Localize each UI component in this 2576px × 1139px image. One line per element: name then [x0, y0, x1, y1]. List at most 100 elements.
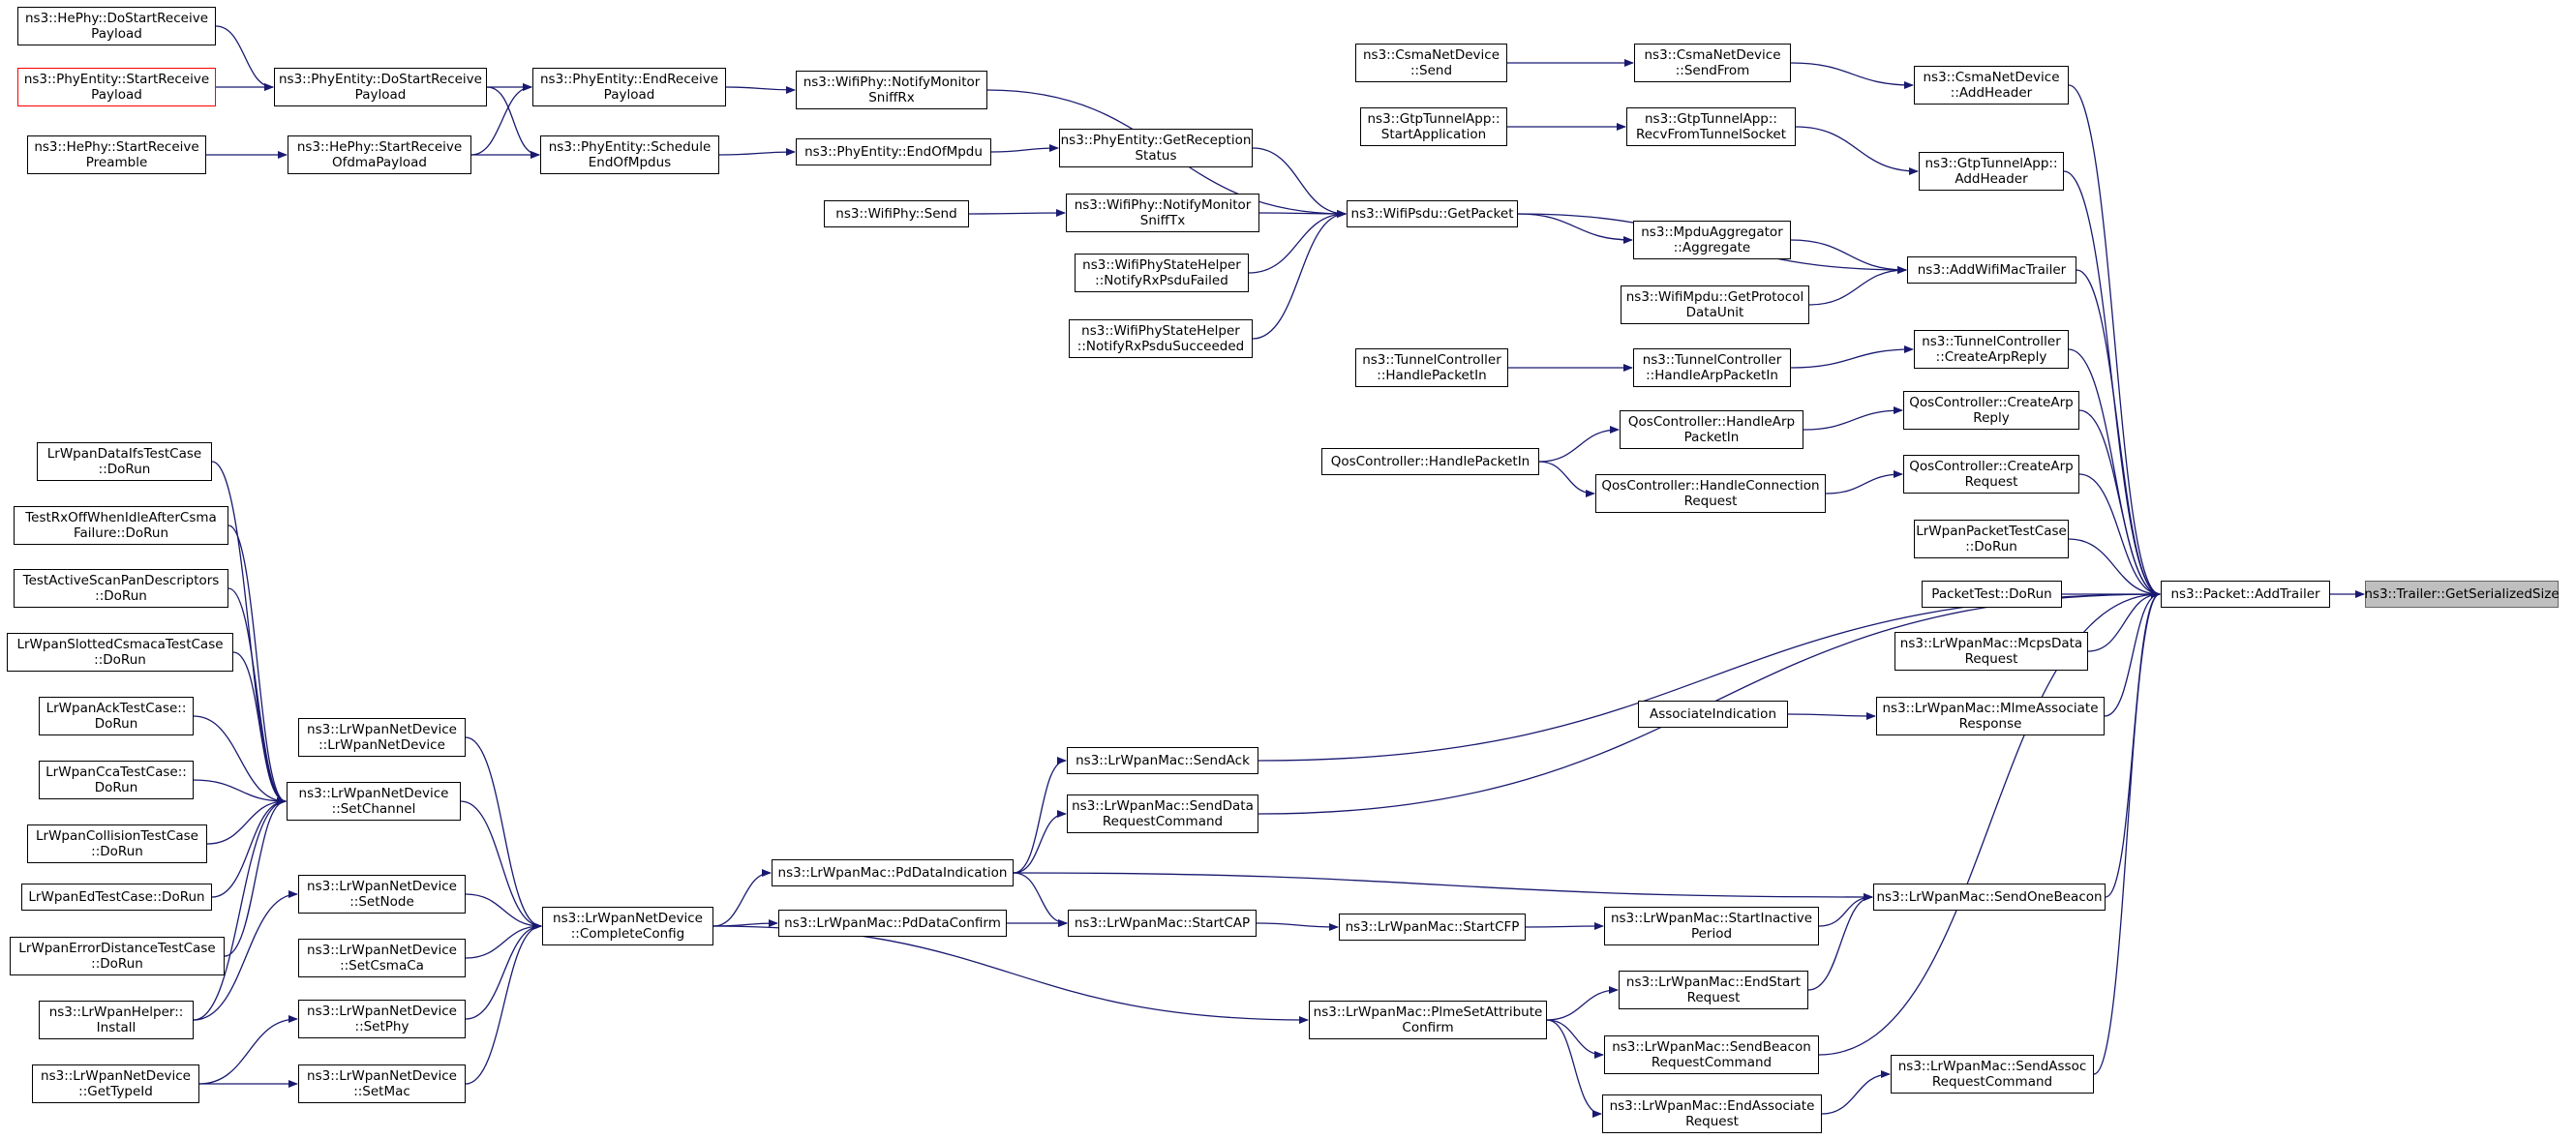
function-node[interactable]: ns3::GtpTunnelApp:: AddHeader	[1919, 152, 2064, 191]
call-edge-n45-to-n52	[193, 779, 287, 805]
function-node[interactable]: LrWpanAckTestCase:: DoRun	[39, 697, 194, 735]
call-edge-n9-to-n10	[990, 144, 1059, 153]
call-edge-n1-to-n4	[215, 25, 274, 91]
function-node[interactable]: ns3::TunnelController ::HandleArpPacketI…	[1633, 348, 1791, 387]
function-node[interactable]: ns3::PhyEntity::DoStartReceive Payload	[274, 68, 487, 106]
call-edge-n50-to-n55	[198, 1015, 298, 1085]
call-edge-n39-to-n35	[2104, 590, 2161, 717]
function-node[interactable]: LrWpanCcaTestCase:: DoRun	[39, 761, 194, 799]
function-node[interactable]: ns3::LrWpanNetDevice ::CompleteConfig	[542, 907, 713, 945]
call-edge-n27-to-n35	[2068, 348, 2161, 598]
function-node[interactable]: ns3::LrWpanMac::StartInactive Period	[1604, 907, 1819, 945]
function-node[interactable]: ns3::LrWpanMac::MlmeAssociate Response	[1876, 697, 2105, 735]
function-node[interactable]: ns3::LrWpanMac::StartCFP	[1339, 914, 1526, 941]
function-node[interactable]: ns3::LrWpanMac::PdDataIndication	[772, 859, 1014, 886]
call-edge-n48-to-n52	[224, 797, 287, 957]
function-node[interactable]: ns3::LrWpanHelper:: Install	[39, 1001, 194, 1039]
function-node[interactable]: ns3::LrWpanMac::SendBeacon RequestComman…	[1604, 1035, 1819, 1074]
call-edge-n70-to-n35	[2093, 590, 2161, 1075]
call-edge-n58-to-n60	[1013, 757, 1067, 874]
function-node[interactable]: LrWpanCollisionTestCase ::DoRun	[27, 824, 207, 863]
call-edge-n66-to-n68	[1546, 1019, 1604, 1059]
call-edge-n32-to-n35	[2078, 473, 2161, 598]
call-edge-n26-to-n27	[1790, 345, 1914, 369]
function-node[interactable]: ns3::LrWpanNetDevice ::SetChannel	[287, 782, 461, 821]
function-node[interactable]: ns3::PhyEntity::Schedule EndOfMpdus	[540, 135, 719, 174]
function-node[interactable]: ns3::WifiPhyStateHelper ::NotifyRxPsduFa…	[1075, 254, 1249, 292]
call-edge-n53-to-n57	[465, 893, 542, 930]
function-node[interactable]: QosController::HandleConnection Request	[1595, 474, 1826, 513]
function-node[interactable]: ns3::WifiPhy::NotifyMonitor SniffTx	[1066, 194, 1259, 232]
call-edge-n6-to-n8	[725, 85, 796, 94]
call-edge-n69-to-n70	[1821, 1070, 1891, 1115]
call-edge-n66-to-n67	[1546, 986, 1619, 1021]
function-node[interactable]: ns3::LrWpanMac::McpsData Request	[1894, 632, 2088, 671]
function-node[interactable]: ns3::WifiMpdu::GetProtocol DataUnit	[1621, 285, 1809, 324]
function-node[interactable]: AssociateIndication	[1638, 701, 1788, 728]
function-node[interactable]: TestActiveScanPanDescriptors ::DoRun	[14, 569, 228, 608]
function-node[interactable]: QosController::CreateArp Reply	[1903, 391, 2079, 430]
call-edge-n57-to-n66	[712, 925, 1309, 1024]
call-edge-n38-to-n39	[1787, 711, 1876, 720]
function-node[interactable]: QosController::HandleArp PacketIn	[1620, 410, 1803, 449]
function-node[interactable]: QosController::CreateArp Request	[1903, 455, 2079, 494]
function-node[interactable]: ns3::TunnelController ::HandlePacketIn	[1355, 348, 1508, 387]
function-node[interactable]: ns3::Packet::AddTrailer	[2161, 581, 2330, 608]
call-edge-n57-to-n58	[712, 869, 772, 927]
function-node[interactable]: ns3::LrWpanMac::SendAssoc RequestCommand	[1891, 1055, 2094, 1094]
function-node[interactable]: ns3::LrWpanNetDevice ::SetMac	[298, 1064, 466, 1103]
call-edge-n43-to-n52	[232, 651, 287, 805]
function-node[interactable]: ns3::HePhy::StartReceive Preamble	[27, 135, 206, 174]
function-node[interactable]: LrWpanSlottedCsmacaTestCase ::DoRun	[7, 633, 233, 672]
function-node[interactable]: ns3::PhyEntity::EndOfMpdu	[796, 138, 991, 165]
function-node[interactable]: ns3::PhyEntity::StartReceive Payload	[17, 68, 216, 106]
function-node[interactable]: ns3::LrWpanNetDevice ::LrWpanNetDevice	[298, 718, 466, 757]
function-node[interactable]: ns3::WifiPhyStateHelper ::NotifyRxPsduSu…	[1069, 319, 1253, 358]
function-node[interactable]: ns3::GtpTunnelApp:: RecvFromTunnelSocket	[1626, 107, 1796, 146]
call-edge-n33-to-n35	[2068, 538, 2161, 598]
function-node[interactable]: ns3::LrWpanMac::EndAssociate Request	[1602, 1094, 1822, 1133]
function-node[interactable]: LrWpanDataIfsTestCase ::DoRun	[37, 442, 212, 481]
function-node[interactable]: PacketTest::DoRun	[1922, 581, 2062, 608]
function-node[interactable]: LrWpanErrorDistanceTestCase ::DoRun	[10, 937, 225, 975]
function-node[interactable]: ns3::LrWpanMac::StartCAP	[1068, 910, 1257, 937]
function-node[interactable]: ns3::WifiPhy::NotifyMonitor SniffRx	[796, 71, 987, 109]
call-edge-n58-to-n65	[1013, 872, 1873, 901]
function-node[interactable]: ns3::MpduAggregator ::Aggregate	[1633, 221, 1791, 259]
function-node[interactable]: QosController::HandlePacketIn	[1321, 448, 1539, 475]
function-node[interactable]: ns3::HePhy::StartReceive OfdmaPayload	[288, 135, 471, 174]
function-node[interactable]: ns3::PhyEntity::EndReceive Payload	[532, 68, 726, 106]
call-edge-n56-to-n57	[465, 922, 542, 1085]
function-node[interactable]: LrWpanEdTestCase::DoRun	[21, 884, 212, 911]
function-node[interactable]: ns3::LrWpanMac::SendAck	[1067, 747, 1258, 774]
function-node[interactable]: ns3::GtpTunnelApp:: StartApplication	[1360, 107, 1507, 146]
function-node[interactable]: ns3::CsmaNetDevice ::AddHeader	[1914, 66, 2069, 105]
function-node[interactable]: TestRxOffWhenIdleAfterCsma Failure::DoRu…	[14, 506, 228, 545]
function-node[interactable]: ns3::LrWpanNetDevice ::SetPhy	[298, 1000, 466, 1038]
call-edge-n24-to-n23	[1808, 266, 1907, 306]
call-edge-n62-to-n63	[1256, 922, 1339, 931]
call-edge-n29-to-n35	[2078, 409, 2161, 598]
function-node[interactable]: ns3::LrWpanNetDevice ::SetNode	[298, 875, 466, 914]
function-node[interactable]: ns3::LrWpanMac::PdDataConfirm	[778, 910, 1007, 937]
function-node[interactable]: ns3::CsmaNetDevice ::Send	[1355, 44, 1507, 82]
function-node[interactable]: ns3::LrWpanMac::SendOneBeacon	[1873, 884, 2106, 911]
call-edge-n17-to-n18	[1790, 62, 1914, 89]
function-node[interactable]: ns3::WifiPhy::Send	[824, 200, 969, 227]
function-node[interactable]: ns3::LrWpanMac::SendData RequestCommand	[1067, 794, 1258, 833]
call-edge-n4-to-n7	[486, 86, 540, 159]
function-node[interactable]: ns3::HePhy::DoStartReceive Payload	[17, 7, 216, 45]
function-node[interactable]: ns3::AddWifiMacTrailer	[1907, 256, 2076, 284]
function-node[interactable]: ns3::LrWpanMac::PlmeSetAttribute Confirm	[1309, 1001, 1547, 1039]
call-edge-n28-to-n29	[1803, 406, 1903, 431]
function-node[interactable]: ns3::PhyEntity::GetReception Status	[1059, 129, 1253, 167]
function-node[interactable]: ns3::CsmaNetDevice ::SendFrom	[1634, 44, 1791, 82]
call-edge-n46-to-n52	[206, 797, 287, 845]
function-node[interactable]: ns3::LrWpanNetDevice ::SetCsmaCa	[298, 939, 466, 977]
function-node[interactable]: ns3::WifiPsdu::GetPacket	[1347, 200, 1518, 227]
function-node[interactable]: ns3::TunnelController ::CreateArpReply	[1914, 330, 2069, 369]
function-node[interactable]: ns3::LrWpanNetDevice ::GetTypeId	[32, 1064, 199, 1103]
function-node[interactable]: LrWpanPacketTestCase ::DoRun	[1914, 520, 2069, 558]
call-edge-n51-to-n57	[465, 736, 542, 930]
function-node[interactable]: ns3::LrWpanMac::EndStart Request	[1619, 971, 1808, 1009]
